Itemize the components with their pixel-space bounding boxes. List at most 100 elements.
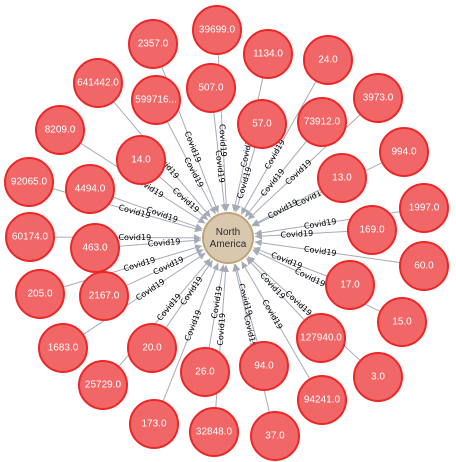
node-circle[interactable] — [4, 157, 54, 207]
edge-line[interactable] — [234, 146, 256, 213]
edge-line[interactable] — [82, 252, 206, 336]
graph-node[interactable]: 15.0 — [377, 297, 427, 347]
node-circle[interactable] — [180, 347, 230, 397]
graph-node[interactable]: 1997.0 — [399, 183, 449, 233]
node-circle[interactable] — [250, 411, 300, 461]
node-circle[interactable] — [5, 212, 55, 262]
edge-line[interactable] — [162, 262, 219, 402]
graph-node[interactable]: 60174.0 — [5, 212, 55, 262]
center-node[interactable]: North America — [202, 212, 254, 264]
node-circle[interactable] — [70, 223, 120, 273]
graph-node[interactable]: 26.0 — [180, 347, 230, 397]
edge-line[interactable] — [241, 261, 311, 380]
graph-node[interactable]: 24.0 — [303, 35, 353, 85]
node-circle[interactable] — [353, 73, 403, 123]
node-circle[interactable] — [325, 260, 375, 310]
node-circle[interactable] — [35, 105, 85, 155]
edge-line[interactable] — [208, 264, 226, 349]
node-circle[interactable] — [131, 75, 181, 125]
graph-node[interactable]: 3973.0 — [353, 73, 403, 123]
node-circle[interactable] — [296, 313, 346, 363]
edge-label: Covid19 — [260, 298, 284, 331]
edge-line[interactable] — [233, 263, 258, 344]
node-circle[interactable] — [347, 205, 397, 255]
graph-node[interactable]: 13.0 — [317, 153, 367, 203]
edge-line[interactable] — [213, 111, 228, 212]
graph-node[interactable]: 57.0 — [237, 99, 287, 149]
graph-node[interactable]: 8209.0 — [35, 105, 85, 155]
node-circle[interactable] — [38, 323, 88, 373]
node-label: 3973.0 — [363, 93, 394, 104]
edge-line[interactable] — [125, 248, 204, 287]
graph-node[interactable]: 641442.0 — [73, 58, 123, 108]
graph-node[interactable]: 1134.0 — [243, 29, 293, 79]
edge-line[interactable] — [112, 196, 203, 230]
node-circle[interactable] — [399, 183, 449, 233]
graph-node[interactable]: 92065.0 — [4, 157, 54, 207]
edge-line[interactable] — [254, 239, 401, 264]
edge-line[interactable] — [246, 257, 306, 321]
node-label: 2357.0 — [138, 39, 169, 50]
edge-label: Covid19 — [155, 292, 183, 323]
edge-line[interactable] — [253, 246, 328, 277]
edge-line[interactable] — [158, 175, 209, 221]
graph-node[interactable]: 1683.0 — [38, 323, 88, 373]
edge-line[interactable] — [251, 188, 321, 226]
node-circle[interactable] — [73, 58, 123, 108]
graph-node[interactable]: 994.0 — [379, 127, 429, 177]
graph-node[interactable]: 2167.0 — [79, 271, 129, 321]
edge-line[interactable] — [166, 121, 216, 215]
graph-node[interactable]: 37.0 — [250, 411, 300, 461]
node-circle[interactable] — [116, 135, 166, 185]
graph-node[interactable]: 25729.0 — [78, 360, 128, 410]
graph-node[interactable]: 127940.0 — [296, 313, 346, 363]
graph-node[interactable]: 94241.0 — [297, 375, 347, 425]
edge-line[interactable] — [254, 230, 349, 240]
graph-node[interactable]: 20.0 — [127, 323, 177, 373]
node-circle[interactable] — [127, 323, 177, 373]
graph-node[interactable]: 94.0 — [239, 341, 289, 391]
node-circle[interactable] — [353, 352, 403, 402]
node-label: 4494.0 — [75, 184, 106, 195]
graph-node[interactable]: 4494.0 — [65, 164, 115, 214]
node-label: 32848.0 — [196, 427, 233, 438]
graph-node[interactable]: 463.0 — [70, 223, 120, 273]
edge-label: Covid19 — [259, 167, 287, 198]
node-circle[interactable] — [189, 407, 239, 457]
node-circle[interactable] — [192, 5, 242, 55]
edge-line[interactable] — [118, 237, 202, 247]
graph-node[interactable]: 32848.0 — [189, 407, 239, 457]
node-circle[interactable] — [15, 269, 65, 319]
node-circle[interactable] — [379, 127, 429, 177]
graph-node[interactable]: 2357.0 — [128, 19, 178, 69]
graph-node[interactable]: 169.0 — [347, 205, 397, 255]
node-circle[interactable] — [79, 271, 129, 321]
node-circle[interactable] — [243, 29, 293, 79]
node-circle[interactable] — [129, 399, 179, 449]
graph-node[interactable]: 39699.0 — [192, 5, 242, 55]
graph-node[interactable]: 60.0 — [399, 241, 449, 291]
node-circle[interactable] — [237, 99, 287, 149]
graph-node[interactable]: 599716... — [131, 75, 181, 125]
node-circle[interactable] — [128, 19, 178, 69]
node-circle[interactable] — [78, 360, 128, 410]
edge-line[interactable] — [244, 140, 308, 218]
node-circle[interactable] — [377, 297, 427, 347]
node-circle[interactable] — [186, 63, 236, 113]
graph-node[interactable]: 173.0 — [129, 399, 179, 449]
edge-line[interactable] — [240, 80, 317, 215]
graph-node[interactable]: 17.0 — [325, 260, 375, 310]
node-circle[interactable] — [239, 341, 289, 391]
graph-node[interactable]: 3.0 — [353, 352, 403, 402]
graph-node[interactable]: 14.0 — [116, 135, 166, 185]
edge-line[interactable] — [165, 259, 214, 329]
graph-node[interactable]: 205.0 — [15, 269, 65, 319]
node-circle[interactable] — [399, 241, 449, 291]
graph-node[interactable]: 507.0 — [186, 63, 236, 113]
graph-node[interactable]: 73912.0 — [297, 97, 347, 147]
node-circle[interactable] — [65, 164, 115, 214]
node-circle[interactable] — [303, 35, 353, 85]
node-circle[interactable] — [297, 375, 347, 425]
node-circle[interactable] — [317, 153, 367, 203]
node-circle[interactable] — [297, 97, 347, 147]
